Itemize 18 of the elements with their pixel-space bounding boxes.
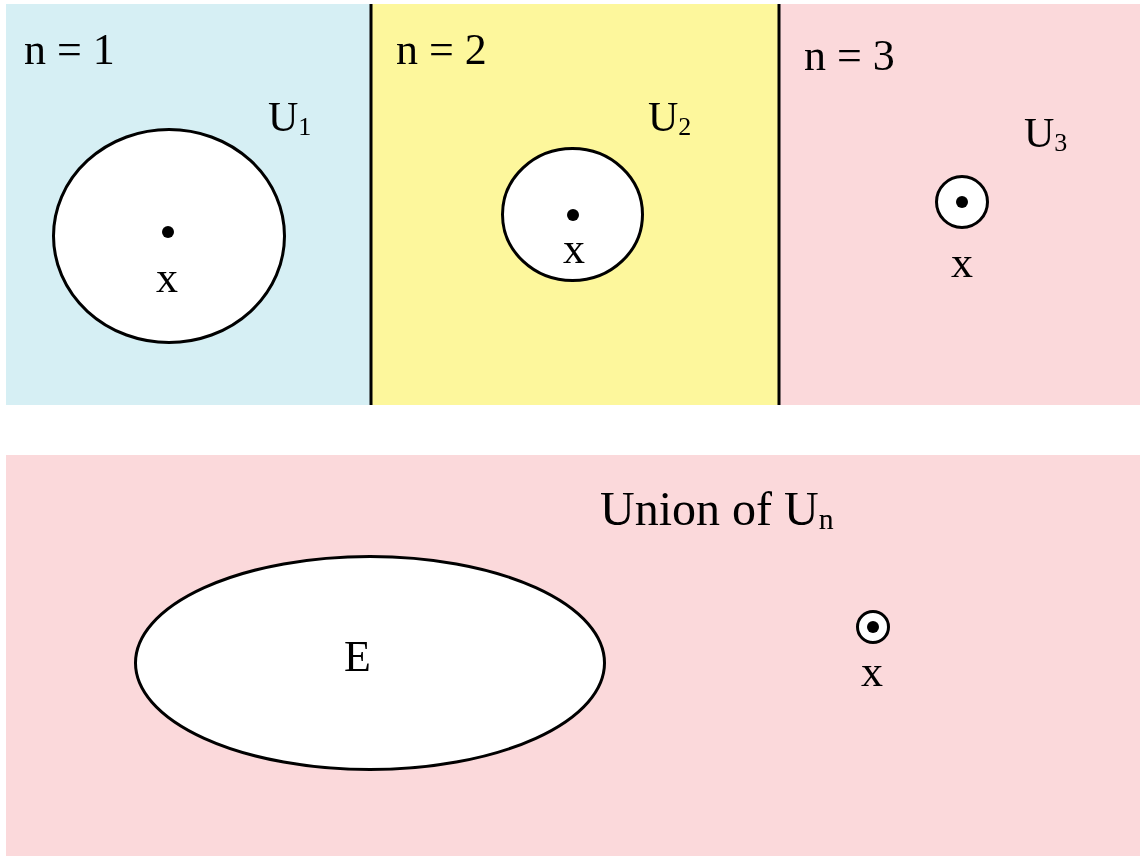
point-label: x [951,241,973,285]
region-label: Union of U$_{n}$ [600,485,834,535]
set-label: U$_{1}$ [268,96,312,140]
set-label: U$_{2}$ [648,96,692,140]
set-label: U$_{3}$ [1024,112,1068,156]
region-panel [780,4,1140,405]
region-label: n = 1 [24,28,115,72]
set-ellipse [134,555,606,771]
region-panel [372,4,778,405]
region-panel [6,4,370,405]
region-panel [6,455,1140,856]
point-label: x [563,227,585,271]
set-ellipse [501,147,644,282]
point-label: x [156,256,178,300]
region-label: n = 3 [804,34,895,78]
point-label: E [344,635,371,679]
point-label: x [861,650,883,694]
region-label: n = 2 [396,28,487,72]
